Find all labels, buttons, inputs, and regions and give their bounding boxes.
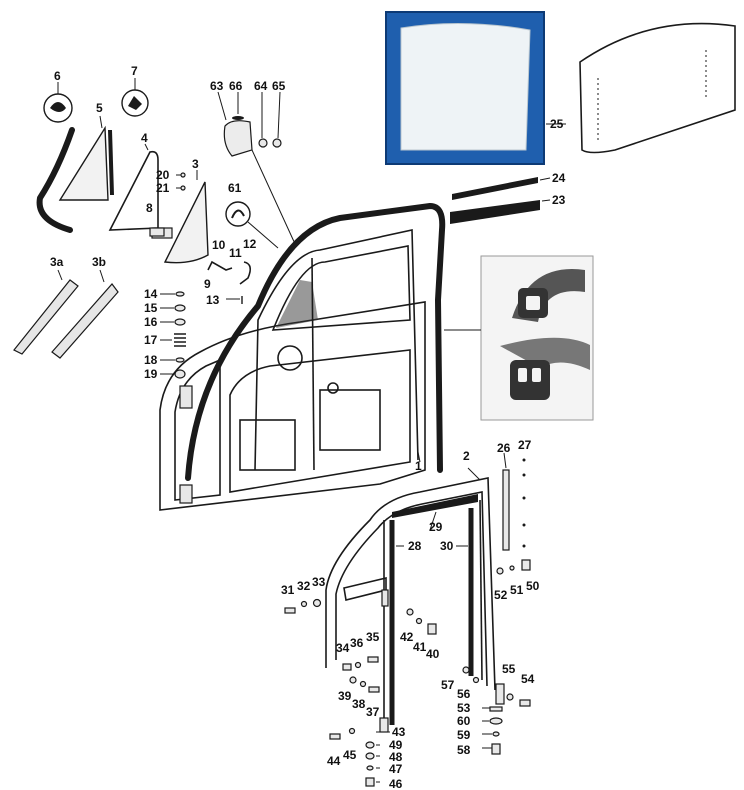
callout-34: 34 [336,641,350,655]
callout-10: 10 [212,238,226,252]
callout-4: 4 [141,131,148,145]
callout-25: 25 [550,117,564,131]
seal-profile-photo [444,255,594,421]
window-frame-assembly [325,467,505,733]
callout-14: 14 [144,287,158,301]
callout-37: 37 [366,705,380,719]
callout-43: 43 [392,725,406,739]
pivot-parts-63-66 [217,91,297,247]
callout-64: 64 [254,79,268,93]
callout-53: 53 [457,701,471,715]
callout-29: 29 [429,520,443,534]
callout-3b: 3b [92,255,106,269]
callout-49: 49 [389,738,403,752]
callout-19: 19 [144,367,158,381]
callout-41: 41 [413,640,427,654]
callout-21: 21 [156,181,170,195]
window-glass-drawing [546,22,736,154]
callout-60: 60 [457,714,471,728]
callout-27: 27 [518,438,532,452]
callout-6: 6 [54,69,61,83]
channel-strip-26-27 [502,452,526,551]
callout-2: 2 [463,449,470,463]
callout-56: 56 [457,687,471,701]
callout-23: 23 [552,193,566,207]
callout-16: 16 [144,315,158,329]
callout-31: 31 [281,583,295,597]
callout-36: 36 [350,636,364,650]
window-glass-photo [385,11,545,165]
fastener-hardware [284,559,531,787]
callout-59: 59 [457,728,471,742]
callout-48: 48 [389,750,403,764]
callout-8: 8 [146,201,153,215]
callout-13: 13 [206,293,220,307]
callout-65: 65 [272,79,286,93]
door-shell [159,203,446,511]
callout-55: 55 [502,662,516,676]
callout-15: 15 [144,301,158,315]
callout-26: 26 [497,441,511,455]
window-channel-strips [450,177,551,224]
callout-42: 42 [400,630,414,644]
callout-66: 66 [229,79,243,93]
callout-18: 18 [144,353,158,367]
vent-hardware [149,172,252,379]
callout-51: 51 [510,583,524,597]
callout-44: 44 [327,754,341,768]
callout-labels: 1 2 3 3a 3b 4 5 6 7 8 9 10 11 12 13 14 1… [50,64,566,790]
callout-58: 58 [457,743,471,757]
callout-50: 50 [526,579,540,593]
callout-12: 12 [243,237,257,251]
callout-38: 38 [352,697,366,711]
callout-52: 52 [494,588,508,602]
callout-30: 30 [440,539,454,553]
callout-35: 35 [366,630,380,644]
callout-11: 11 [229,246,242,260]
callout-7: 7 [131,64,138,78]
callout-54: 54 [521,672,535,686]
callout-32: 32 [297,579,311,593]
callout-33: 33 [312,575,326,589]
callout-3a: 3a [50,255,64,269]
callout-40: 40 [426,647,440,661]
callout-45: 45 [343,748,357,762]
vent-window-parts [36,78,209,264]
callout-47: 47 [389,762,403,776]
callout-63: 63 [210,79,224,93]
callout-1: 1 [415,459,422,473]
clip-61 [225,201,279,249]
callout-20: 20 [156,168,170,182]
callout-3: 3 [192,157,199,171]
callout-17: 17 [144,333,158,347]
callout-24: 24 [552,171,566,185]
callout-28: 28 [408,539,422,553]
callout-57: 57 [441,678,455,692]
callout-9: 9 [204,277,211,291]
callout-5: 5 [96,101,103,115]
callout-61: 61 [228,181,242,195]
vent-trim-pieces [13,269,119,359]
callout-39: 39 [338,689,352,703]
callout-46: 46 [389,777,403,790]
